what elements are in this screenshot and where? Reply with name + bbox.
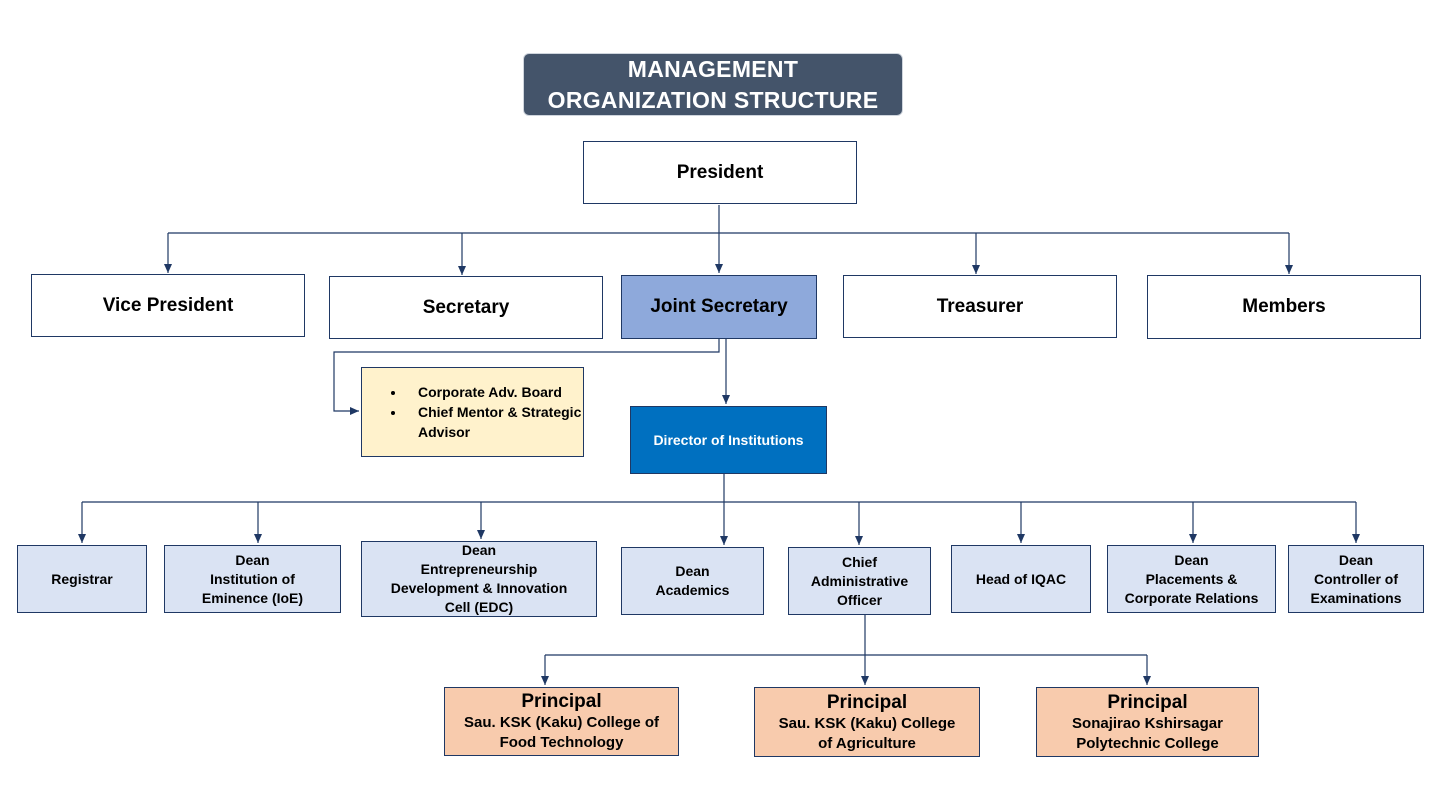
principal-line: Sau. KSK (Kaku) College of [463,714,660,731]
principal-title: Principal [521,691,602,712]
principal-line: of Agriculture [818,734,916,752]
joint-secretary-box: Joint Secretary [621,275,817,339]
principal-title: Principal [826,691,908,713]
head-iqac-box: Head of IQAC [951,545,1091,613]
members-box: Members [1147,275,1421,339]
cao-line: Chief [842,553,877,570]
director-label: Director of Institutions [653,432,804,448]
dean-coe-line: Controller of [1314,570,1398,587]
advisory-item: Chief Mentor & Strategic Advisor [406,402,583,442]
principal-agriculture-box: Principal Sau. KSK (Kaku) College of Agr… [754,687,980,757]
dean-edc-line: Entrepreneurship [420,561,538,577]
principal-line: Polytechnic College [1076,734,1219,752]
advisory-box: Corporate Adv. Board Chief Mentor & Stra… [361,367,584,457]
dean-coe-line: Examinations [1310,589,1402,606]
chief-administrative-officer-box: Chief Administrative Officer [788,547,931,615]
cao-line: Officer [836,591,883,608]
principal-food-technology-box: Principal Sau. KSK (Kaku) College of Foo… [444,687,679,756]
dean-placements-line: Corporate Relations [1124,589,1259,606]
registrar-box: Registrar [17,545,147,613]
president-box: President [583,141,857,204]
head-iqac-label: Head of IQAC [975,570,1067,587]
vice-president-label: Vice President [102,294,234,316]
dean-academics-line: Academics [655,582,730,598]
dean-edc-box: Dean Entrepreneurship Development & Inno… [361,541,597,617]
dean-edc-line: Cell (EDC) [444,599,514,615]
dean-coe-box: Dean Controller of Examinations [1288,545,1424,613]
advisory-item: Corporate Adv. Board [406,382,583,402]
dean-coe-line: Dean [1338,551,1374,568]
dean-edc-line: Development & Innovation [390,580,568,596]
principal-polytechnic-box: Principal Sonajirao Kshirsagar Polytechn… [1036,687,1259,757]
cao-line: Administrative [810,572,909,589]
dean-placements-box: Dean Placements & Corporate Relations [1107,545,1276,613]
dean-academics-box: Dean Academics [621,547,764,615]
title-line-1: MANAGEMENT [627,55,799,82]
dean-ioe-line: Dean [235,551,270,568]
director-box: Director of Institutions [630,406,827,474]
principal-title: Principal [1107,691,1188,713]
diagram-title: MANAGEMENT ORGANIZATION STRUCTURE [523,53,903,116]
treasurer-box: Treasurer [843,275,1117,338]
vice-president-box: Vice President [31,274,305,337]
principal-line: Sau. KSK (Kaku) College [778,714,956,732]
secretary-label: Secretary [422,296,510,318]
dean-placements-line: Placements & [1145,570,1238,587]
secretary-box: Secretary [329,276,603,339]
dean-placements-line: Dean [1174,551,1209,568]
dean-ioe-line: Eminence (IoE) [201,589,304,606]
members-label: Members [1242,296,1326,317]
dean-ioe-box: Dean Institution of Eminence (IoE) [164,545,341,613]
dean-edc-line: Dean [461,542,497,558]
dean-academics-line: Dean [675,563,710,579]
registrar-label: Registrar [51,570,113,587]
treasurer-label: Treasurer [936,295,1024,317]
principal-line: Sonajirao Kshirsagar [1072,714,1223,732]
principal-line: Food Technology [499,734,624,751]
joint-secretary-label: Joint Secretary [650,296,788,317]
advisory-list: Corporate Adv. Board Chief Mentor & Stra… [362,382,583,442]
title-line-2: ORGANIZATION STRUCTURE [547,86,879,113]
dean-ioe-line: Institution of [210,570,295,587]
president-label: President [676,161,764,183]
